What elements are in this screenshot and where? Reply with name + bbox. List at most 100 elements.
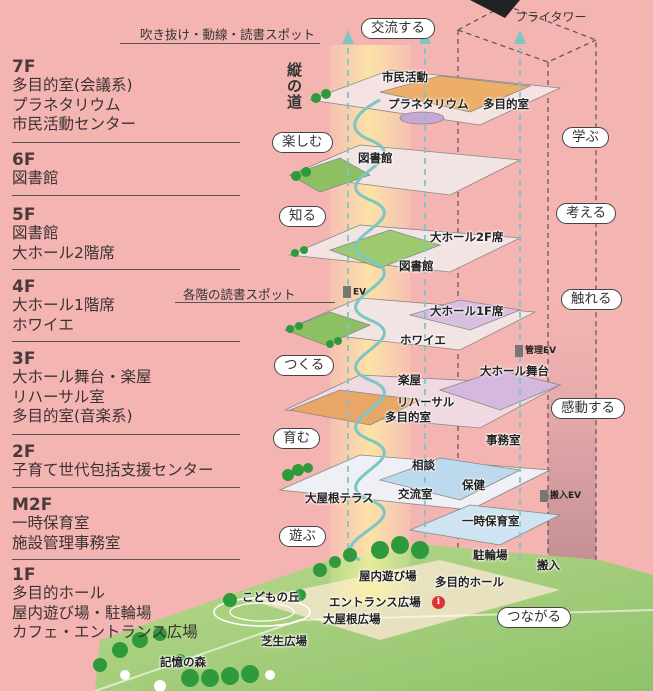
trees	[93, 89, 429, 687]
fly-tower-shading	[548, 270, 596, 630]
room-label: 多目的室	[385, 410, 431, 424]
floor-name: 4F	[12, 277, 36, 297]
flower-bushes	[120, 670, 275, 691]
room-label: 多目的室	[483, 97, 529, 111]
floor-divider	[12, 487, 240, 488]
floor-name: M2F	[12, 495, 53, 515]
verb-pill-right: 考える	[556, 203, 617, 224]
floor-line: 大ホール2階席	[12, 243, 115, 262]
floor-divider	[12, 142, 240, 143]
floor-line: 多目的室(音楽系)	[12, 407, 133, 425]
floor-name: 5F	[12, 205, 36, 225]
verb-pill-right: 学ぶ	[562, 127, 609, 148]
room-label: 記憶の森	[160, 655, 206, 669]
floor-slabs	[278, 69, 562, 546]
room-label: プラネタリウム	[388, 97, 469, 111]
mgmt-ev-marker: 管理EV	[515, 343, 556, 357]
mgmt-ev-label: 管理EV	[525, 346, 557, 356]
floor-line: 図書館	[12, 169, 59, 187]
spiral-arrow	[348, 98, 386, 562]
info-icon-glyph: i	[436, 597, 441, 607]
floor-divider	[12, 434, 240, 435]
top-note: 吹き抜け・動線・読書スポット	[140, 27, 316, 42]
room-label: 駐輪場	[473, 548, 508, 562]
arrow-head-3	[514, 30, 526, 44]
room-label: 屋内遊び場	[359, 569, 417, 583]
room-label: 大屋根テラス	[305, 491, 374, 505]
floor-line: カフェ・エントランス広場	[12, 623, 198, 641]
room-label: こどもの丘	[242, 590, 300, 604]
floor-4f: 4F 大ホール1階席 ホワイエ	[12, 277, 240, 342]
slab-5f-green	[328, 229, 442, 269]
room-label: 一時保育室	[462, 514, 520, 528]
slab-6f-green	[289, 157, 371, 193]
floor-line: 屋内遊び場・駐輪場	[12, 603, 152, 622]
floor-line: ホワイエ	[12, 315, 74, 334]
room-label: 大ホール1F席	[430, 304, 504, 318]
floor-7f: 7F 多目的室(会議系) プラネタリウム 市民活動センター	[12, 57, 240, 143]
elevator-icon	[343, 286, 351, 298]
kids-hill-mound	[213, 597, 311, 627]
arrow-head-1	[342, 30, 354, 44]
room-label: 保健	[462, 478, 485, 492]
info-icon: i	[432, 596, 445, 609]
room-label: 大ホール2F席	[430, 230, 504, 244]
floor-line: リハーサル室	[12, 387, 105, 406]
floor-line: 多目的室(会議系)	[12, 76, 133, 94]
verb-pill-left: つくる	[274, 355, 335, 376]
floor-divider	[12, 195, 240, 196]
floor-divider	[12, 269, 240, 270]
floor-divider	[12, 559, 240, 560]
fly-tower-label: フライタワー	[515, 10, 587, 24]
slab-3f-orange	[288, 389, 422, 426]
room-label: 搬入	[537, 558, 560, 572]
room-label: 大ホール舞台	[480, 364, 549, 378]
floor-name: 3F	[12, 349, 36, 369]
floor-line: 大ホール舞台・楽屋	[12, 368, 152, 386]
room-label: 事務室	[486, 433, 521, 447]
verb-pill-left: 楽しむ	[272, 132, 333, 153]
verb-pill-left: 知る	[279, 206, 326, 227]
reading-spot-label: 各階の読書スポット	[183, 287, 296, 302]
room-label: 図書館	[358, 151, 393, 165]
ev-label: EV	[353, 287, 367, 298]
floor-line: 市民活動センター	[12, 115, 137, 133]
floor-line: 一時保育室	[12, 514, 90, 532]
verb-pill-left: 交流する	[361, 18, 435, 39]
floor-name: 7F	[12, 57, 36, 77]
floor-name: 1F	[12, 565, 36, 585]
floor-line: 施設管理事務室	[12, 533, 121, 552]
room-label: 交流室	[398, 487, 433, 501]
floor-5f: 5F 図書館 大ホール2階席	[12, 205, 240, 270]
planetarium-dome	[399, 111, 445, 125]
floor-line: 大ホール1階席	[12, 296, 115, 314]
elevator-icon	[515, 344, 523, 357]
room-label: 図書館	[399, 259, 434, 273]
floor-line: 子育て世代包括支援センター	[12, 461, 214, 479]
floor-m2f: M2F 一時保育室 施設管理事務室	[12, 495, 240, 560]
room-label: エントランス広場	[329, 595, 421, 609]
top-note-underline	[120, 43, 320, 44]
verb-pill-right: 触れる	[561, 289, 622, 310]
room-label: 楽屋	[398, 373, 421, 387]
floor-1f: 1F 多目的ホール 屋内遊び場・駐輪場 カフェ・エントランス広場	[12, 566, 240, 643]
fly-tower-roof	[470, 0, 520, 18]
floor-line: プラネタリウム	[12, 95, 121, 114]
vertical-path-label: 縦の道	[287, 62, 303, 110]
slab-4f-purple	[408, 299, 522, 331]
delivery-ev-marker: 搬入EV	[540, 488, 581, 502]
slab-4f-green	[283, 311, 372, 346]
verb-pill-right: 感動する	[551, 398, 625, 419]
room-label: 相談	[412, 458, 435, 472]
slab-m2f	[408, 504, 562, 546]
verb-pill-left: 遊ぶ	[279, 526, 326, 547]
floor-name: 2F	[12, 442, 36, 462]
floor-2f: 2F 子育て世代包括支援センター	[12, 442, 240, 488]
kids-hill-mound-inner	[229, 602, 295, 622]
floor-3f: 3F 大ホール舞台・楽屋 リハーサル室 多目的室(音楽系)	[12, 349, 240, 435]
elevator-icon	[540, 489, 548, 502]
room-label: ホワイエ	[400, 333, 446, 347]
delivery-ev-label: 搬入EV	[550, 491, 582, 501]
reading-spot-underline	[175, 302, 335, 303]
